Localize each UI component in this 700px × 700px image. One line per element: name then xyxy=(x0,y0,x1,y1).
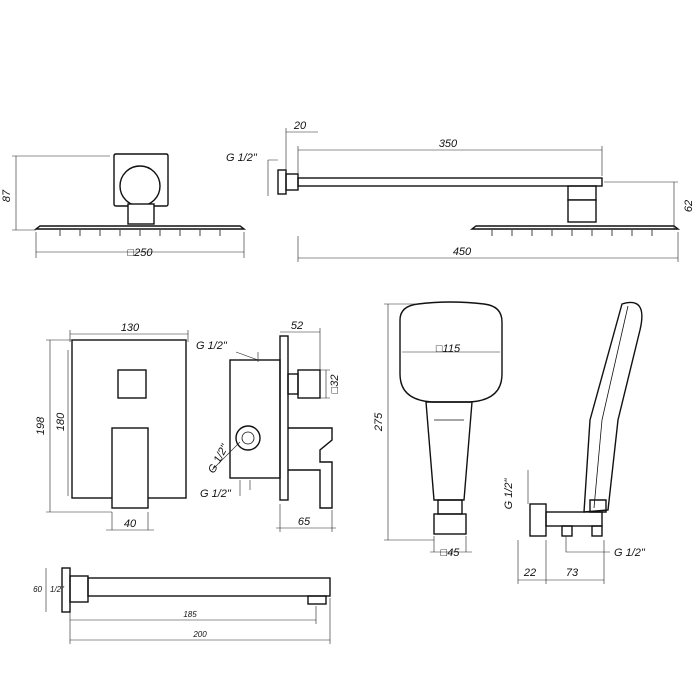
bath-spout-view: 60 1/2" 185 200 xyxy=(33,567,331,644)
hand-base-label: □45 xyxy=(441,547,461,559)
hand-length-label: 275 xyxy=(373,412,385,432)
shower-arm-side-view: G 1/2" 20 350 450 62 xyxy=(226,120,695,262)
head-front-height-label: 87 xyxy=(1,189,13,202)
head-front-width-label: □250 xyxy=(128,247,154,259)
holder-thread-top-label: G 1/2" xyxy=(503,478,515,510)
mixer-outlet-label: □32 xyxy=(329,375,341,394)
arm-drop-label: 62 xyxy=(683,200,695,212)
mixer-front-view: 130 198 180 40 xyxy=(35,322,189,531)
spout-total-label: 200 xyxy=(192,630,207,639)
mixer-lever-width-label: 40 xyxy=(124,518,137,530)
mixer-height-outer-label: 198 xyxy=(35,416,47,435)
mixer-thread-side-label: G 1/2" xyxy=(206,442,232,476)
arm-length-label: 350 xyxy=(439,138,458,150)
spout-thread-label: 1/2" xyxy=(50,585,65,594)
holder-length-label: 73 xyxy=(566,567,579,579)
arm-total-label: 450 xyxy=(453,246,472,258)
arm-thread-label: G 1/2" xyxy=(226,152,258,164)
spout-height-label: 60 xyxy=(33,585,42,594)
mixer-side-view: G 1/2" 52 □32 G 1/2" G 1/2" 65 xyxy=(196,320,341,532)
holder-offset-label: 22 xyxy=(523,567,536,579)
mixer-projection-label: 65 xyxy=(298,516,311,528)
hand-head-label: □115 xyxy=(436,343,461,355)
spout-inner-label: 185 xyxy=(183,610,197,619)
mixer-height-inner-label: 180 xyxy=(55,412,67,431)
mixer-width-label: 130 xyxy=(121,322,140,334)
mixer-thread-bottom-label: G 1/2" xyxy=(200,488,232,500)
hand-shower-front-view: □115 275 □45 xyxy=(373,301,503,559)
holder-thread-bottom-label: G 1/2" xyxy=(614,547,646,559)
shower-head-front-view: 87 □250 xyxy=(1,153,247,259)
arm-flange-label: 20 xyxy=(293,120,307,132)
mixer-thread-top-label: G 1/2" xyxy=(196,340,228,352)
hand-shower-side-view: G 1/2" 22 73 G 1/2" xyxy=(503,301,646,584)
mixer-depth-label: 52 xyxy=(291,320,303,332)
